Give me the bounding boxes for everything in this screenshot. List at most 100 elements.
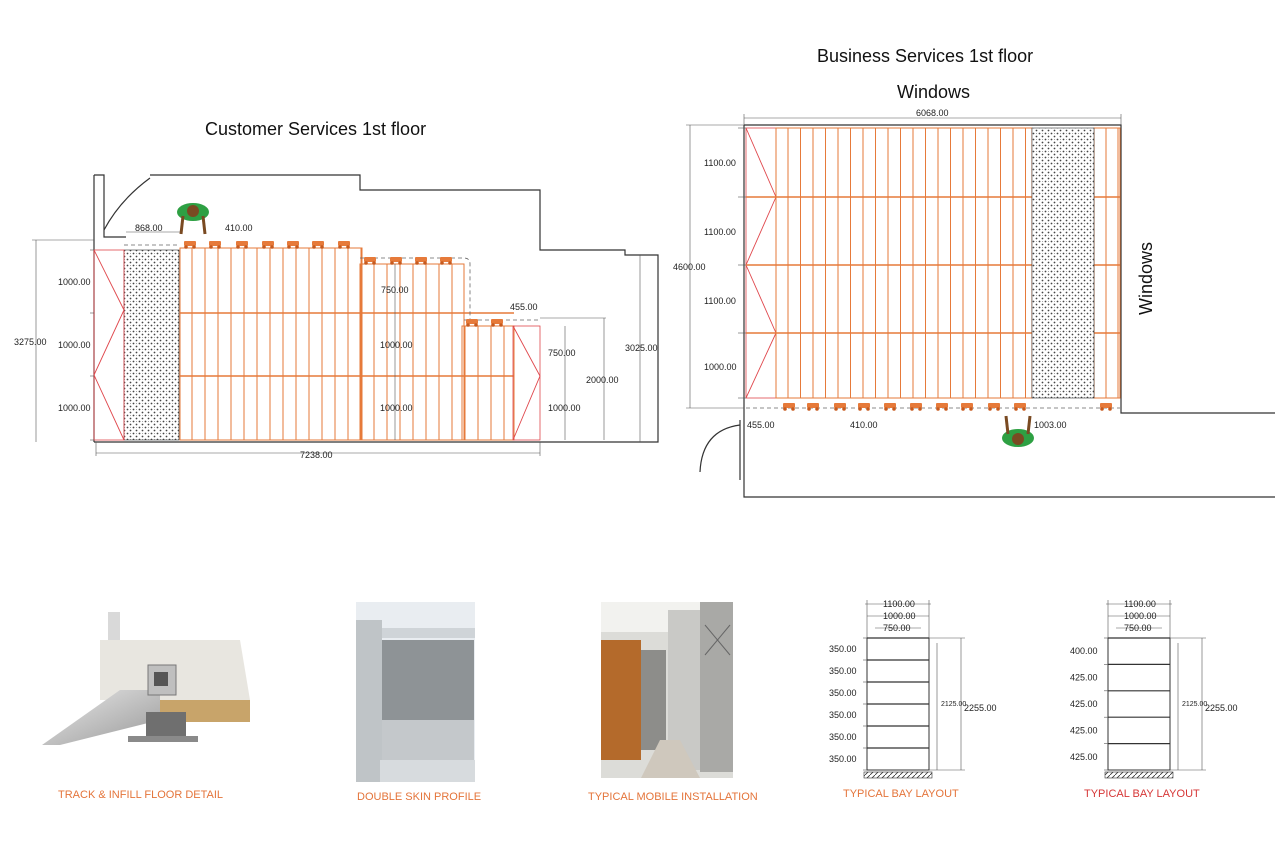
bay-width-dim: 750.00: [1124, 623, 1152, 633]
bay-total-dim: 2255.00: [964, 703, 997, 713]
bay-shelf-dim: 425.00: [1070, 699, 1098, 709]
dim-1000-m2: 1000.00: [380, 403, 413, 413]
caption-bay-layout-1: TYPICAL BAY LAYOUT: [843, 788, 959, 800]
caption-bay-layout-2: TYPICAL BAY LAYOUT: [1084, 788, 1200, 800]
dim-4600: 4600.00: [673, 262, 706, 272]
bay-width-dim: 1000.00: [1124, 611, 1157, 621]
bay-shelf-dim: 350.00: [829, 666, 857, 676]
handle-icon: [858, 403, 870, 411]
handle-icon: [910, 403, 922, 411]
handle-icon: [466, 319, 478, 327]
bay-shelf-dim: 350.00: [829, 754, 857, 764]
bay-shelf-dim: 425.00: [1070, 752, 1098, 762]
handle-icon: [834, 403, 846, 411]
dim-3275: 3275.00: [14, 337, 47, 347]
dim-1000-b: 1000.00: [58, 340, 91, 350]
dim-1100-c: 1100.00: [704, 296, 736, 306]
handle-icon: [364, 257, 376, 265]
customer-services-plan: Customer Services 1st floor: [14, 119, 659, 460]
dim-455-b: 455.00: [747, 420, 775, 430]
business-dimensions: 6068.00 4600.00 1100.00 1100.00 1100.00 …: [673, 108, 1122, 430]
handle-icon: [236, 241, 248, 249]
dim-1003: 1003.00: [1034, 420, 1067, 430]
customer-operator-figure: [177, 203, 209, 235]
dim-410: 410.00: [225, 223, 253, 233]
dim-1000-a: 1000.00: [58, 277, 91, 287]
bay-shelf-dim: 425.00: [1070, 673, 1098, 683]
handle-icon: [884, 403, 896, 411]
handle-icon: [184, 241, 196, 249]
bay-width-dim: 1000.00: [883, 611, 916, 621]
bay-width-dim: 750.00: [883, 623, 911, 633]
dim-410-b: 410.00: [850, 420, 878, 430]
dim-3025: 3025.00: [625, 343, 658, 353]
bay-inner-dim: 2125.00: [1182, 701, 1207, 708]
dim-1000: 1000.00: [704, 362, 737, 372]
caption-mobile-installation: TYPICAL MOBILE INSTALLATION: [588, 791, 758, 803]
dim-1000-m1: 1000.00: [380, 340, 413, 350]
caption-track-infill: TRACK & INFILL FLOOR DETAIL: [58, 789, 223, 801]
dim-868: 868.00: [135, 223, 163, 233]
customer-plan-title: Customer Services 1st floor: [205, 119, 426, 139]
dim-1100-b: 1100.00: [704, 227, 736, 237]
track-infill-detail-image: [42, 612, 250, 745]
handle-icon: [312, 241, 324, 249]
customer-racking: [179, 247, 515, 441]
bay-shelf-dim: 350.00: [829, 710, 857, 720]
caption-double-skin: DOUBLE SKIN PROFILE: [357, 791, 481, 803]
handle-icon: [209, 241, 221, 249]
business-plan-title: Business Services 1st floor: [817, 46, 1033, 66]
handle-icon: [262, 241, 274, 249]
customer-infill-hatch: [123, 249, 180, 441]
dim-455: 455.00: [510, 302, 538, 312]
windows-label-top: Windows: [897, 82, 970, 102]
bay-shelf-dim: 350.00: [829, 644, 857, 654]
mobile-installation-image: [601, 602, 733, 778]
dim-7238: 7238.00: [300, 450, 333, 460]
bay-shelf-dim: 350.00: [829, 732, 857, 742]
bay-layout-1: 1100.001000.00750.00350.00350.00350.0035…: [829, 599, 997, 779]
business-racking: [746, 127, 1121, 399]
handle-icon: [287, 241, 299, 249]
windows-label-side: Windows: [1136, 242, 1156, 315]
handle-icon: [1014, 403, 1026, 411]
handle-icon: [440, 257, 452, 265]
handle-icon: [491, 319, 503, 327]
handle-icon: [783, 403, 795, 411]
handle-icon: [936, 403, 948, 411]
dim-750: 750.00: [381, 285, 409, 295]
customer-dash-2: [360, 257, 471, 320]
handle-icon: [961, 403, 973, 411]
dim-1000-r: 1000.00: [548, 403, 581, 413]
dim-1000-c: 1000.00: [58, 403, 91, 413]
dim-6068: 6068.00: [916, 108, 949, 118]
handle-icon: [807, 403, 819, 411]
business-infill-hatch: [1031, 127, 1095, 399]
handle-icon: [988, 403, 1000, 411]
handle-icon: [338, 241, 350, 249]
dim-2000: 2000.00: [586, 375, 619, 385]
bay-layout-2: 1100.00 1000.00 750.00 400.00 425.00 425.00 42…: [1070, 599, 1238, 779]
business-services-plan: Business Services 1st floor Windows Wind…: [673, 46, 1275, 498]
customer-dimensions: 868.00 410.00 750.00 455.00 3275.00 3025…: [14, 223, 658, 460]
customer-handles: [184, 241, 503, 327]
bay-shelf-dim: 425.00: [1070, 725, 1098, 735]
bay-total-dim: 2255.00: [1205, 703, 1238, 713]
bay-inner-dim: 2125.00: [941, 701, 966, 708]
business-walls: [699, 124, 1275, 498]
double-skin-profile-image: [356, 602, 475, 782]
customer-end-bay-left: [93, 249, 125, 441]
dim-1100-a: 1100.00: [704, 158, 736, 168]
bay-width-dim: 1100.00: [1124, 599, 1156, 609]
bay-floor: [1104, 771, 1174, 779]
business-end-bay: [745, 127, 777, 399]
business-operator-figure: [1002, 415, 1034, 447]
handle-icon: [415, 257, 427, 265]
bay-floor: [863, 771, 933, 779]
dim-750-r: 750.00: [548, 348, 576, 358]
bay-shelf-dim: 400.00: [1070, 646, 1098, 656]
handle-icon: [390, 257, 402, 265]
business-handles: [783, 403, 1112, 411]
handle-icon: [1100, 403, 1112, 411]
